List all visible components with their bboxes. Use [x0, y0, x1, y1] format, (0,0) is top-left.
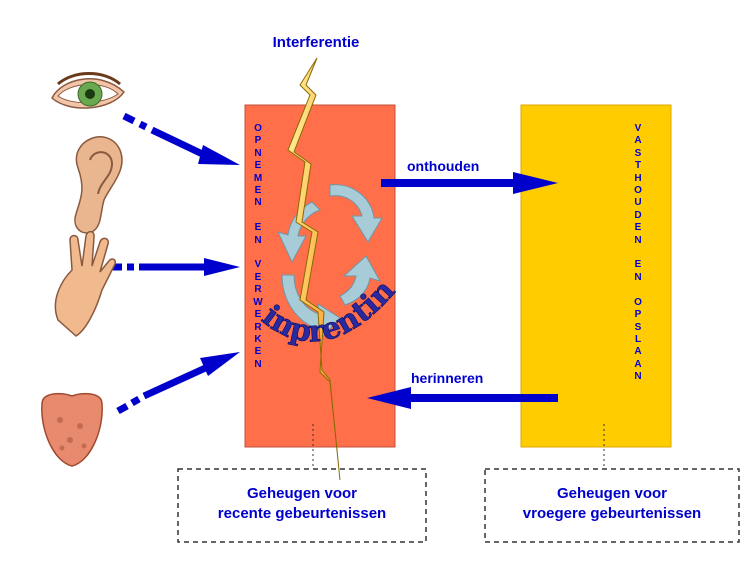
short-term-title-line2: recente gebeurtenissen — [178, 504, 426, 524]
vertical-letter: O — [631, 297, 645, 309]
onthouden-label: onthouden — [407, 158, 479, 174]
vertical-letter: E — [251, 272, 265, 284]
short-term-title-line1: Geheugen voor — [178, 484, 426, 504]
vertical-letter: W — [251, 297, 265, 309]
vertical-letter — [251, 247, 265, 259]
vertical-letter: S — [631, 322, 645, 334]
vertical-letter: R — [251, 322, 265, 334]
vertical-letter: V — [631, 123, 645, 135]
eye-arrow — [124, 116, 240, 165]
vertical-letter — [251, 210, 265, 222]
vertical-letter: N — [251, 359, 265, 371]
vertical-letter: N — [251, 197, 265, 209]
vertical-letter: O — [251, 123, 265, 135]
vertical-letter: M — [251, 173, 265, 185]
hand-arrow — [112, 258, 240, 276]
vertical-letter: P — [631, 309, 645, 321]
vertical-letter: E — [251, 160, 265, 172]
vertical-letter: N — [631, 272, 645, 284]
vertical-letter: E — [631, 222, 645, 234]
vertical-letter: E — [251, 346, 265, 358]
long-term-title-line2: vroegere gebeurtenissen — [485, 504, 739, 524]
vertical-letter: A — [631, 135, 645, 147]
vertical-letter: T — [631, 160, 645, 172]
vertical-letter: H — [631, 173, 645, 185]
vertical-letter: N — [251, 148, 265, 160]
vertical-letter: U — [631, 197, 645, 209]
vertical-letter — [631, 284, 645, 296]
hand-icon — [55, 232, 115, 336]
long-term-title-line1: Geheugen voor — [485, 484, 739, 504]
vertical-letter: L — [631, 334, 645, 346]
vertical-letter: A — [631, 359, 645, 371]
eye-icon — [52, 74, 124, 109]
ear-icon — [75, 137, 122, 233]
vertical-letter: E — [251, 185, 265, 197]
short-term-title: Geheugen voor recente gebeurtenissen — [178, 484, 426, 524]
vertical-letter: N — [251, 235, 265, 247]
vertical-letter: E — [251, 309, 265, 321]
vertical-letter: O — [631, 185, 645, 197]
vertical-letter: E — [251, 222, 265, 234]
vertical-letter: P — [251, 135, 265, 147]
vertical-letter: N — [631, 371, 645, 383]
vertical-letter: K — [251, 334, 265, 346]
interference-label: Interferentie — [246, 34, 386, 51]
vertical-letter: R — [251, 284, 265, 296]
vertical-letter: S — [631, 148, 645, 160]
herinneren-label: herinneren — [411, 370, 483, 386]
vertical-letter: A — [631, 346, 645, 358]
vertical-letter: N — [631, 235, 645, 247]
vertical-letter — [631, 247, 645, 259]
vertical-letter: D — [631, 210, 645, 222]
tongue-arrow — [118, 352, 240, 411]
vertical-letter: E — [631, 259, 645, 271]
long-term-title: Geheugen voor vroegere gebeurtenissen — [485, 484, 739, 524]
vertical-letter: V — [251, 259, 265, 271]
tongue-icon — [42, 394, 102, 466]
